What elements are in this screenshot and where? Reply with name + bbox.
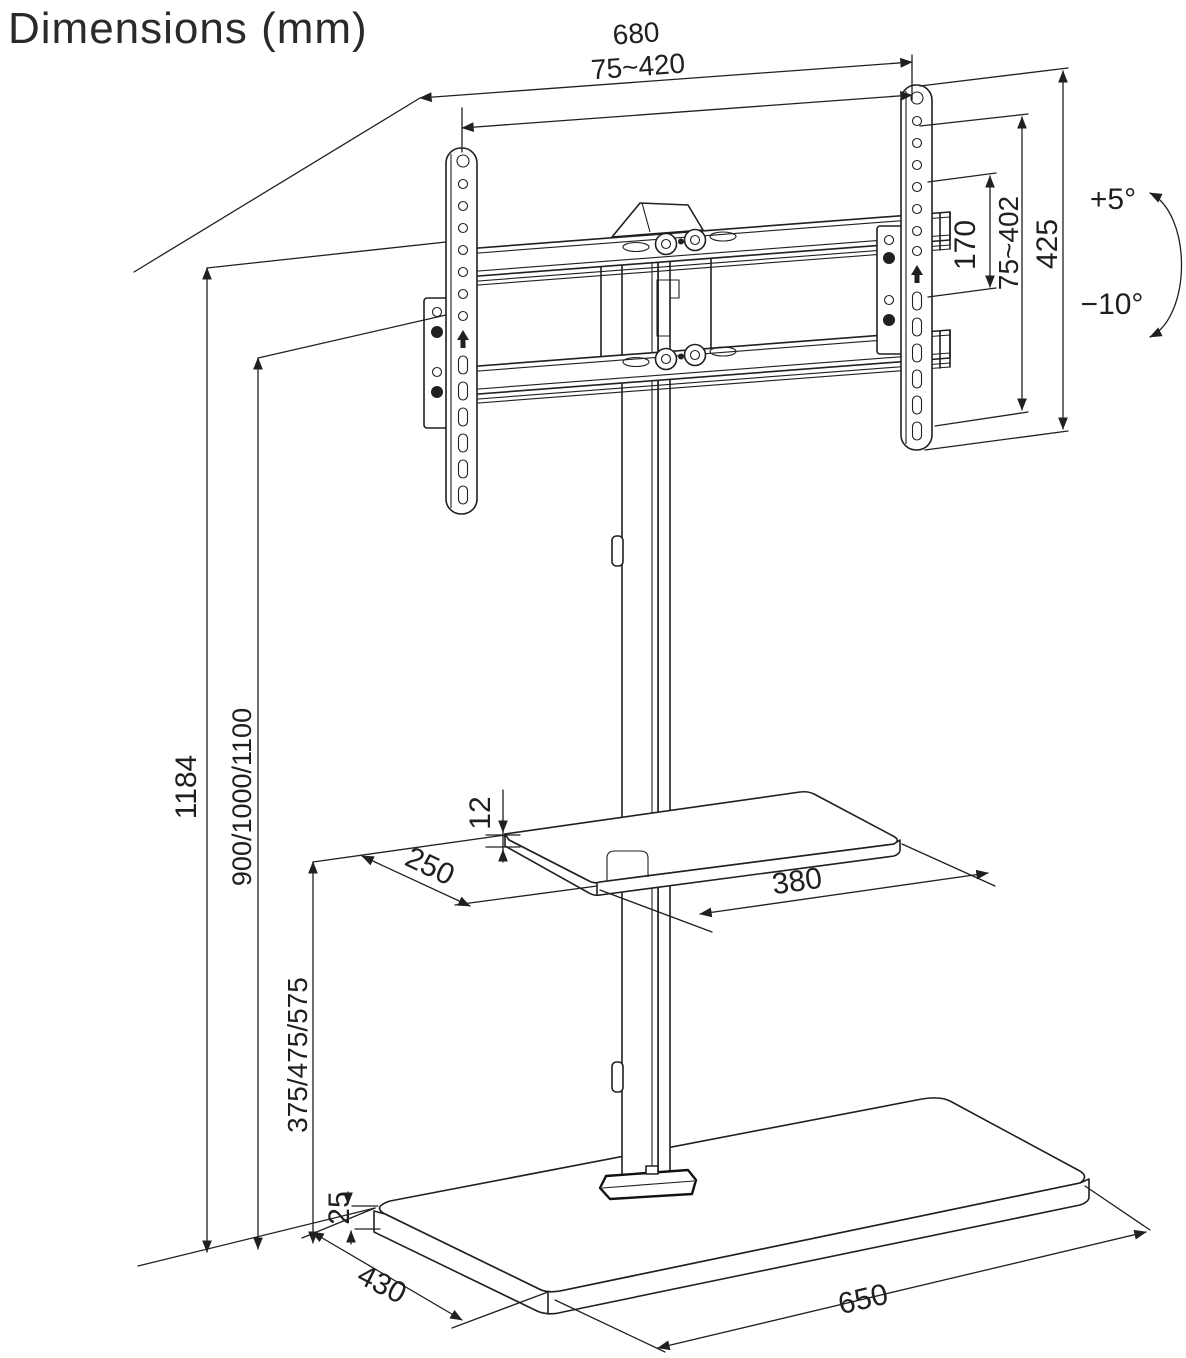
dim-shelf-thickness: 12	[464, 796, 497, 829]
lower-rail	[451, 329, 951, 406]
shelf-column-notch	[606, 850, 649, 881]
media-shelf	[503, 790, 901, 897]
left-vesa-bracket	[445, 147, 478, 515]
vesa-center-arrow-icon	[457, 330, 469, 348]
dim-vesa-width: 75~420	[590, 48, 686, 86]
right-mount-plate	[876, 225, 904, 355]
tilt-arrow-icon	[1149, 192, 1183, 338]
dimension-lines	[133, 54, 1183, 1353]
column-top-bracket	[611, 202, 704, 238]
dim-shelf-width: 380	[770, 862, 824, 902]
dim-tilt-down: −10°	[1081, 288, 1144, 321]
dim-base-depth: 430	[352, 1258, 412, 1310]
dimension-labels: 680 75~420 170 75~402 425 +5° −10° 1184 …	[170, 16, 1143, 1321]
base-slab	[373, 1097, 1090, 1315]
vesa-center-arrow-icon	[911, 265, 923, 283]
tv-mount-assembly	[423, 84, 951, 515]
dim-total-height: 1184	[170, 755, 203, 820]
dim-vesa-height: 75~402	[993, 196, 1024, 290]
dim-mount-width: 680	[612, 16, 661, 50]
dim-bracket-height: 425	[1031, 219, 1064, 269]
dim-column-height: 900/1000/1100	[227, 708, 257, 886]
rail-knobs	[622, 228, 737, 371]
cable-clip-upper	[611, 535, 624, 567]
column	[598, 223, 698, 1201]
page-title: Dimensions (mm)	[8, 4, 368, 53]
dim-shelf-height: 375/475/575	[282, 977, 313, 1133]
dim-base-width: 650	[835, 1278, 891, 1321]
dim-tilt-up: +5°	[1090, 183, 1136, 216]
dim-bracket-hole-span: 170	[949, 220, 982, 270]
cable-clip-lower	[611, 1061, 624, 1093]
left-mount-plate	[423, 297, 451, 429]
right-vesa-bracket	[900, 84, 933, 451]
center-plate	[600, 257, 712, 359]
dim-base-thickness: 25	[323, 1191, 356, 1224]
